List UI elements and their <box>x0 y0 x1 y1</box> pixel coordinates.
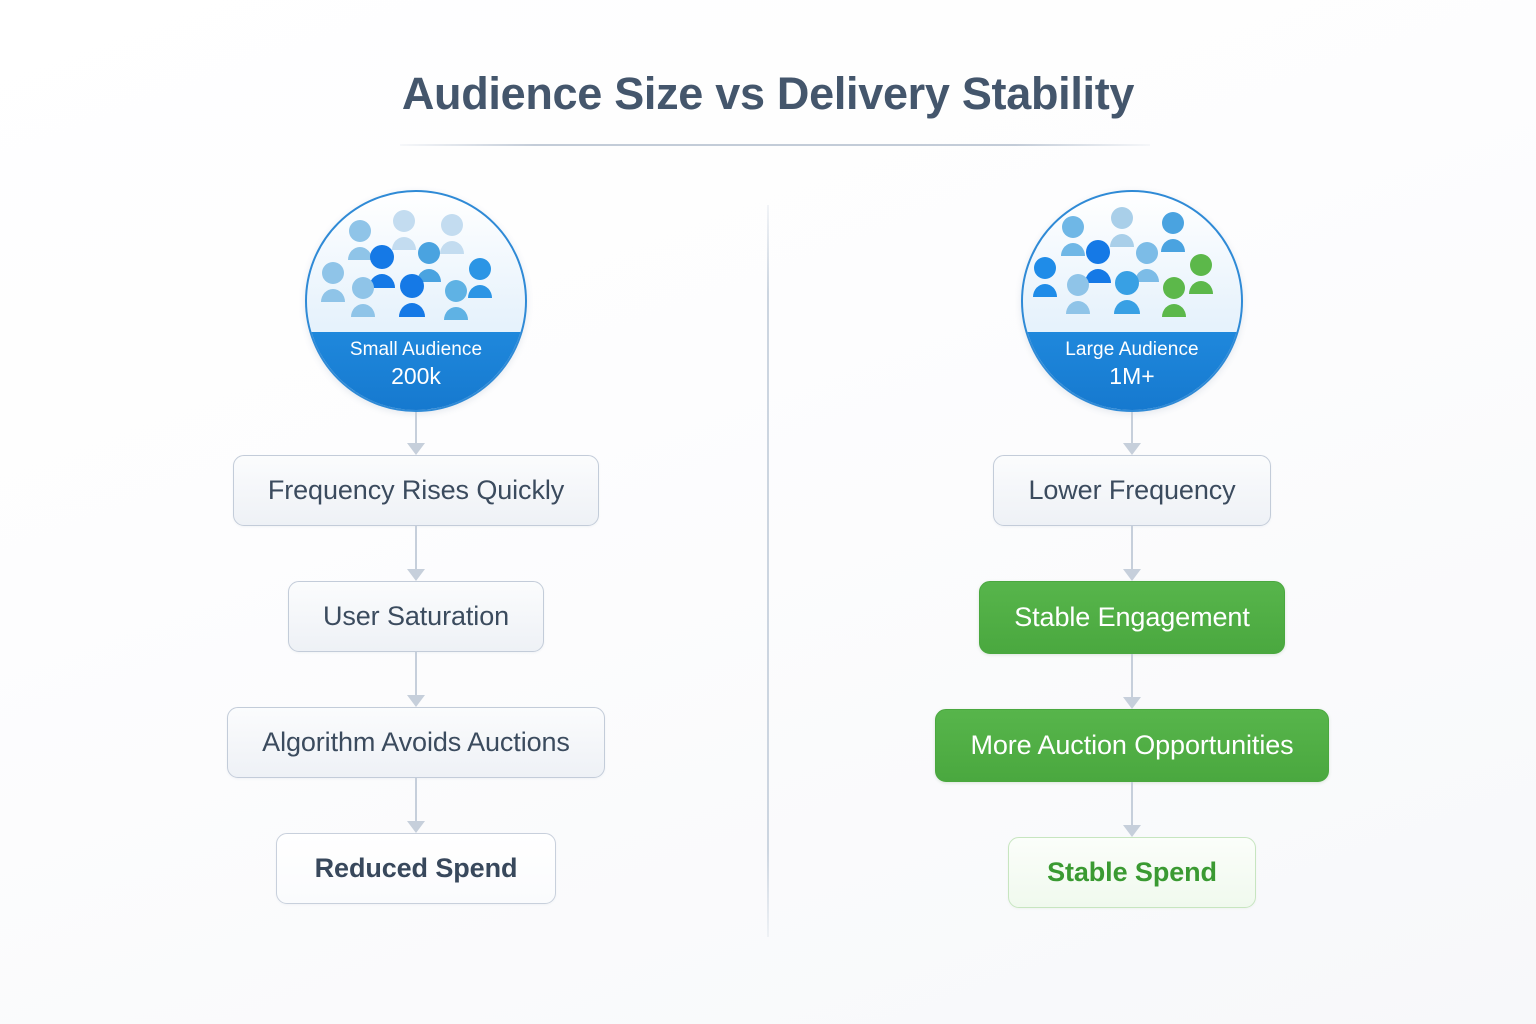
arrow-shaft <box>1131 654 1133 698</box>
column-small-audience: Small Audience 200k Frequency Rises Quic… <box>96 190 736 970</box>
flow-row: Stable Engagement <box>812 581 1452 654</box>
arrow-head <box>1123 443 1141 455</box>
badge-circle: Large Audience 1M+ <box>1021 190 1243 412</box>
audience-badge-small: Small Audience 200k <box>305 190 527 412</box>
page-title: Audience Size vs Delivery Stability <box>401 68 1135 119</box>
arrow-shaft <box>415 652 417 696</box>
arrow-shaft <box>415 778 417 822</box>
audience-badge-large: Large Audience 1M+ <box>1021 190 1243 412</box>
arrow-step3-to-step4 <box>405 778 427 833</box>
arrow-step3-to-step4 <box>1121 782 1143 837</box>
flow-row: More Auction Opportunities <box>812 709 1452 782</box>
flow-box-stable-engagement[interactable]: Stable Engagement <box>979 581 1285 654</box>
column-divider <box>767 205 769 937</box>
badge-band: Small Audience 200k <box>307 331 525 410</box>
arrow-step1-to-step2 <box>1121 526 1143 581</box>
flow-box-user-saturation[interactable]: User Saturation <box>287 581 545 652</box>
arrow-badge-to-step1 <box>1121 412 1143 455</box>
flow-row: Frequency Rises Quickly <box>96 455 736 526</box>
flow-box-stable-spend[interactable]: Stable Spend <box>1008 837 1256 908</box>
people-group-icon <box>321 210 492 320</box>
arrow-shaft <box>1131 526 1133 570</box>
flow-box-lower-frequency[interactable]: Lower Frequency <box>993 455 1271 526</box>
arrow-shaft <box>415 526 417 570</box>
arrow-head <box>1123 569 1141 581</box>
flow-row: Reduced Spend <box>96 833 736 904</box>
flow-row: Lower Frequency <box>812 455 1452 526</box>
badge-value: 1M+ <box>1109 362 1155 389</box>
arrow-head <box>1123 825 1141 837</box>
arrow-head <box>407 821 425 833</box>
badge-band: Large Audience 1M+ <box>1023 331 1241 410</box>
flow-row: Algorithm Avoids Auctions <box>96 707 736 778</box>
flow-box-algorithm-avoids-auctions[interactable]: Algorithm Avoids Auctions <box>227 707 605 778</box>
arrow-step2-to-step3 <box>1121 654 1143 709</box>
flow-box-frequency-rises-quickly[interactable]: Frequency Rises Quickly <box>232 455 600 526</box>
arrow-step2-to-step3 <box>405 652 427 707</box>
arrow-head <box>407 695 425 707</box>
arrow-shaft <box>1131 412 1133 444</box>
flow-box-more-auction-opportunities[interactable]: More Auction Opportunities <box>935 709 1329 782</box>
column-large-audience: Large Audience 1M+ Lower Frequency Stabl… <box>812 190 1452 970</box>
badge-label: Large Audience <box>1065 338 1199 360</box>
arrow-badge-to-step1 <box>405 412 427 455</box>
arrow-head <box>1123 697 1141 709</box>
arrow-head <box>407 443 425 455</box>
flow-box-reduced-spend[interactable]: Reduced Spend <box>275 833 557 904</box>
flow-row: Stable Spend <box>812 837 1452 908</box>
arrow-shaft <box>1131 782 1133 826</box>
arrow-head <box>407 569 425 581</box>
people-group-icon <box>1033 207 1213 317</box>
badge-circle: Small Audience 200k <box>305 190 527 412</box>
flow-row: User Saturation <box>96 581 736 652</box>
arrow-shaft <box>415 412 417 444</box>
badge-label: Small Audience <box>349 338 483 360</box>
arrow-step1-to-step2 <box>405 526 427 581</box>
badge-value: 200k <box>391 362 441 389</box>
title-underline-rule <box>400 144 1150 146</box>
